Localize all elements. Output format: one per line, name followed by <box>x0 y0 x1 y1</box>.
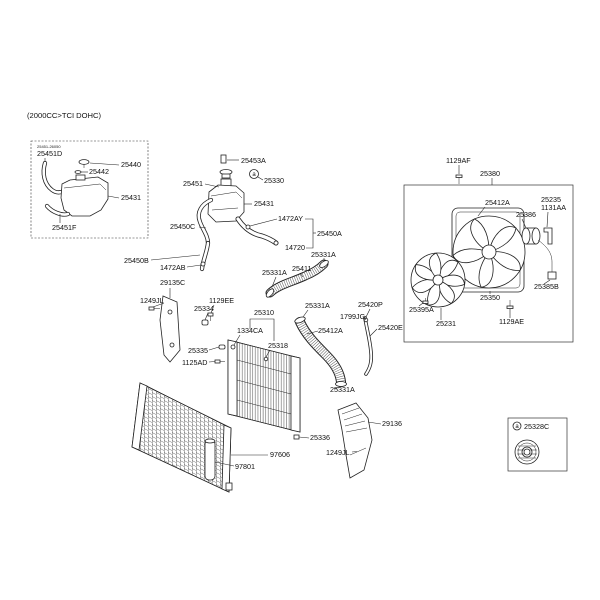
motor-bracket <box>543 227 553 245</box>
inset-reservoir-cap <box>78 159 90 168</box>
part-label: 25431 <box>121 193 141 202</box>
reference-symbol: a <box>515 424 519 430</box>
part-label: 25335 <box>188 346 208 355</box>
upper-radiator-hose <box>265 259 329 298</box>
part-label: 25420P <box>358 300 383 309</box>
part-label: 25330 <box>264 176 284 185</box>
part-label: 25380 <box>480 169 500 178</box>
inset-frame <box>30 140 149 239</box>
part-label: 1472AB <box>160 263 186 272</box>
part-label: 25310 <box>254 308 274 317</box>
part-label: 29136 <box>382 419 402 428</box>
engine-spec-caption: (2000CC>TCI DOHC) <box>27 111 102 120</box>
part-label: 1799JG <box>340 312 366 321</box>
inset-leader-lines <box>44 158 120 223</box>
radiator-side-bracket <box>159 295 181 363</box>
coolant-reservoir <box>207 178 245 223</box>
part-label: 1129EE <box>209 296 234 305</box>
part-label: 25451F <box>52 223 77 232</box>
air-guide <box>337 402 373 479</box>
part-label: 1129AF <box>446 156 471 165</box>
part-label: 25412A <box>485 198 510 207</box>
inset-hose-upper <box>41 160 67 195</box>
part-label: 25334 <box>194 304 214 313</box>
reference-frame <box>507 417 568 472</box>
part-label: 1129AE <box>499 317 524 326</box>
reference-part-label: 25328C <box>524 422 549 431</box>
part-label: 25412A <box>318 326 343 335</box>
part-label: 97606 <box>270 450 290 459</box>
part-label: 1125AD <box>182 358 207 367</box>
wiring-connector <box>537 239 557 280</box>
part-label: 25451D <box>37 149 62 158</box>
radiator <box>227 339 301 433</box>
callout-a-symbol: a <box>252 172 256 178</box>
drain-plug <box>230 344 236 350</box>
part-label: 25385B <box>534 282 559 291</box>
part-label: 25450A <box>317 229 342 238</box>
part-label: 25440 <box>121 160 141 169</box>
main-leader-lines <box>150 159 382 467</box>
hose-reservoir-lower <box>199 240 211 272</box>
callout-a-marker: a <box>249 169 259 179</box>
part-label: 25442 <box>89 167 109 176</box>
part-label: 29135C <box>160 278 185 287</box>
bypass-hose <box>363 316 374 376</box>
reference-box: a 25328C <box>507 417 568 472</box>
part-label: 25235 <box>541 195 561 204</box>
part-label: 25453A <box>241 156 266 165</box>
reservoir-cap <box>219 169 233 179</box>
hose-reservoir-right <box>235 216 279 246</box>
part-label: 25451 <box>183 179 203 188</box>
part-label: 25386 <box>516 210 536 219</box>
part-label: 25331A <box>311 250 336 259</box>
part-label: 14720 <box>285 243 305 252</box>
part-label: 25420E <box>378 323 403 332</box>
fan-leader-lines <box>418 165 551 320</box>
part-label: 25336 <box>310 433 330 442</box>
part-label: 25331A <box>330 385 355 394</box>
hose-reservoir-left <box>196 197 214 246</box>
alternate-reservoir-inset: 25451-26050 25451D 25440 25442 25431 254… <box>30 140 149 239</box>
shroud-fan-blades <box>452 218 521 288</box>
part-label: 25450C <box>170 222 195 231</box>
main-part-labels: 25453A 25451 25330 25431 1472AY 25450C 2… <box>124 156 403 471</box>
fan-assembly: 1129AF 25380 25412A 25235 1131AA 25386 2… <box>403 156 574 343</box>
inset-part-range-label: 25451-26050 <box>37 144 61 149</box>
part-label: 25450B <box>124 256 149 265</box>
radiator-fitting <box>263 356 269 362</box>
part-label: 25331A <box>262 268 287 277</box>
hose-clamp-icon <box>514 439 540 465</box>
fan-bolts <box>422 174 514 309</box>
part-label: 25411 <box>292 264 311 273</box>
part-label: 1249JL <box>140 296 164 305</box>
part-label: 1472AY <box>278 214 303 223</box>
inset-o-ring <box>74 170 82 174</box>
level-sensor <box>220 154 227 164</box>
part-label: 25331A <box>305 301 330 310</box>
part-label: 1131AA <box>541 203 566 212</box>
part-label: 97801 <box>235 462 255 471</box>
part-label: 25318 <box>268 341 288 350</box>
part-label: 1334CA <box>237 326 263 335</box>
lower-radiator-hose <box>294 316 347 387</box>
fan-assembly-frame <box>403 184 574 343</box>
part-label: 25431 <box>254 199 274 208</box>
part-label: 25395A <box>409 305 434 314</box>
condenser <box>131 382 232 493</box>
fan-motor <box>521 227 541 245</box>
part-label: 1249JL <box>326 448 350 457</box>
part-label: 25350 <box>480 293 500 302</box>
fan-shroud <box>451 207 526 293</box>
cooling-fan <box>410 252 466 308</box>
receiver-drier <box>204 438 233 491</box>
inset-hose-lower <box>44 203 71 217</box>
inset-reservoir-tank <box>60 174 109 217</box>
part-label: 25231 <box>436 319 456 328</box>
